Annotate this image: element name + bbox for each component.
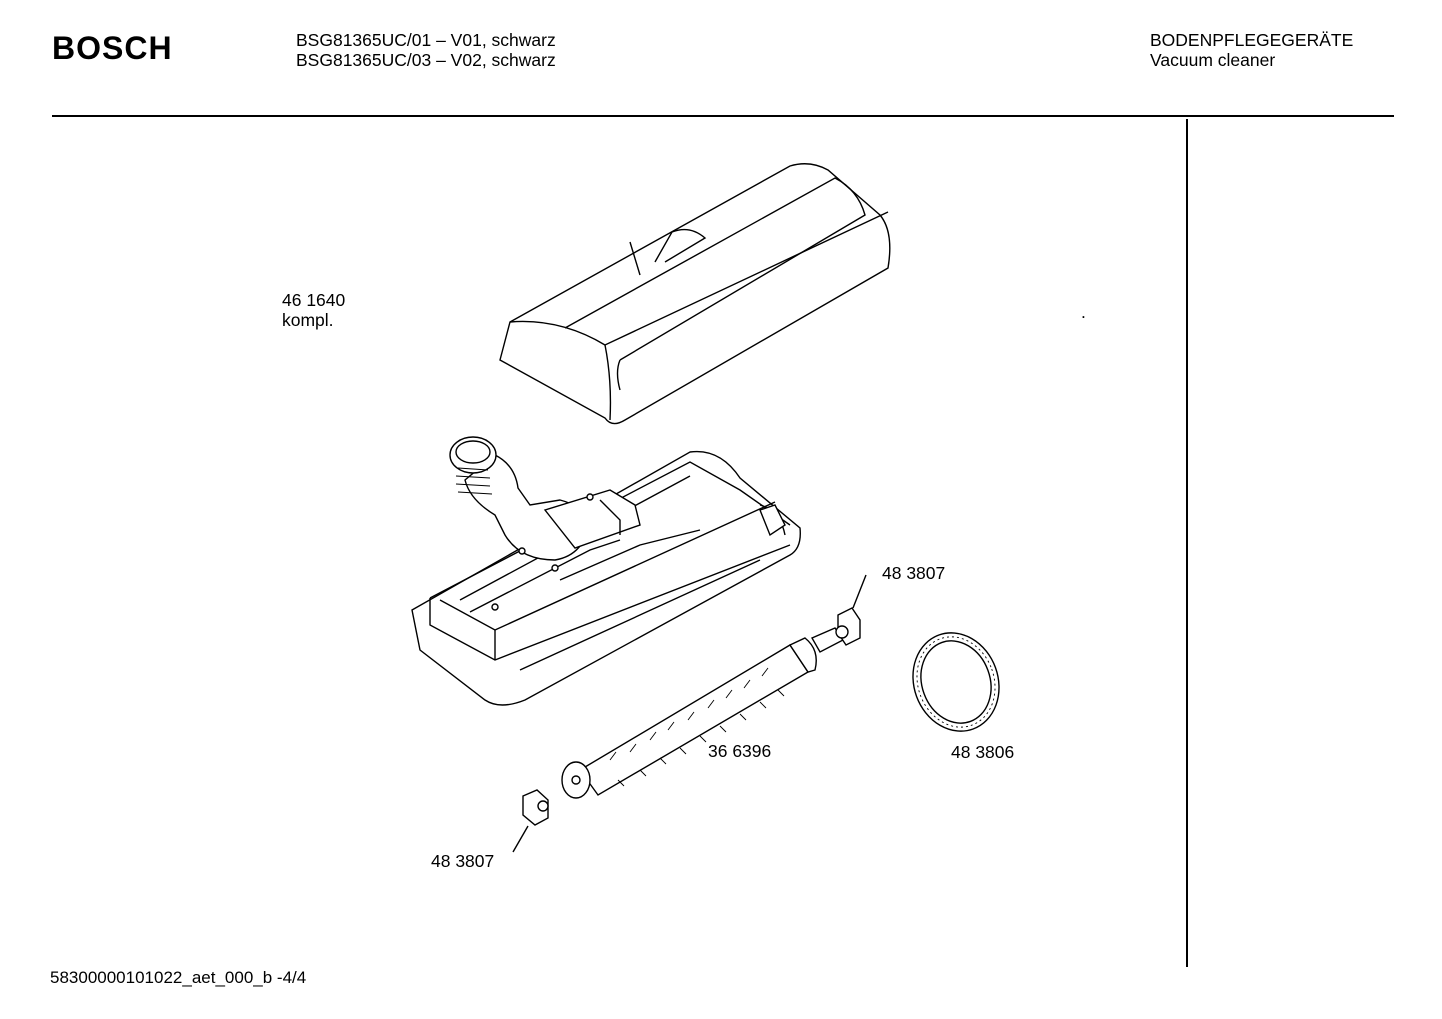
drive-belt-drawing bbox=[912, 632, 1000, 732]
brand-logo: BOSCH bbox=[52, 30, 173, 66]
model-list: BSG81365UC/01 – V01, schwarz BSG81365UC/… bbox=[296, 30, 556, 70]
brush-roll-drawing bbox=[561, 627, 845, 799]
end-cap-bottom-drawing bbox=[512, 789, 549, 853]
part-note-cover: kompl. bbox=[282, 310, 334, 330]
model-line-1: BSG81365UC/01 – V01, schwarz bbox=[296, 30, 556, 50]
stray-mark: . bbox=[1081, 302, 1086, 322]
header-divider bbox=[52, 115, 1394, 117]
product-category: BODENPFLEGEGERÄTE Vacuum cleaner bbox=[1150, 30, 1353, 70]
nozzle-cover-drawing bbox=[499, 163, 891, 425]
side-divider bbox=[1186, 119, 1188, 967]
nozzle-base-drawing bbox=[411, 436, 801, 706]
document-id: 58300000101022_aet_000_b -4/4 bbox=[50, 968, 307, 987]
part-label-belt: 48 3806 bbox=[951, 742, 1015, 762]
part-label-end-cap-bottom: 48 3807 bbox=[431, 851, 495, 871]
part-label-brush-roll: 36 6396 bbox=[708, 741, 772, 761]
model-line-2: BSG81365UC/03 – V02, schwarz bbox=[296, 50, 556, 70]
part-label-cover: 46 1640 kompl. bbox=[282, 290, 345, 330]
part-number-cover: 46 1640 bbox=[282, 290, 346, 310]
part-label-end-cap-top: 48 3807 bbox=[882, 563, 946, 583]
end-cap-top-drawing bbox=[835, 574, 867, 646]
category-de: BODENPFLEGEGERÄTE bbox=[1150, 30, 1354, 50]
category-en: Vacuum cleaner bbox=[1150, 50, 1276, 70]
